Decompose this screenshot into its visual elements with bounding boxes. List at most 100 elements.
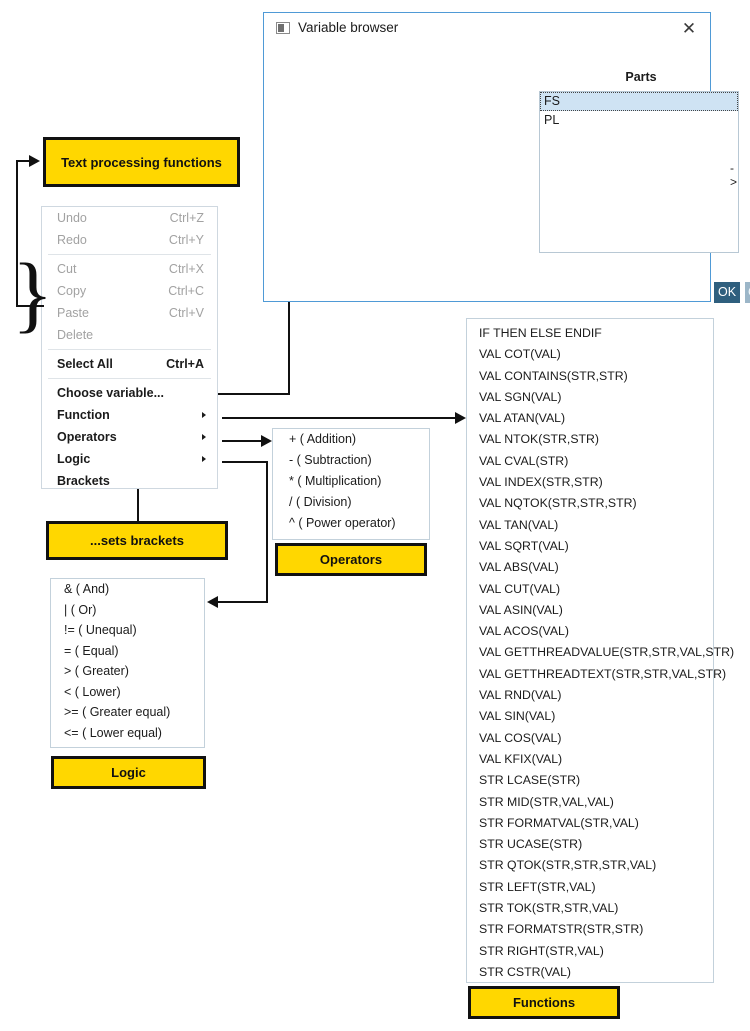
menu-item[interactable]: = ( Equal): [64, 643, 119, 658]
menu-item[interactable]: VAL SGN(VAL): [479, 389, 562, 404]
operators-submenu: + ( Addition) - ( Subtraction) * ( Multi…: [272, 428, 430, 540]
menu-item-choose-variable[interactable]: Choose variable...: [42, 382, 217, 404]
connector-arrowhead: [455, 412, 466, 424]
menu-item[interactable]: VAL RND(VAL): [479, 688, 562, 703]
connector-arrowhead: [261, 435, 272, 447]
menu-item[interactable]: VAL INDEX(STR,STR): [479, 475, 603, 490]
menu-item-select-all[interactable]: Select All Ctrl+A: [42, 353, 217, 375]
menu-item[interactable]: STR TOK(STR,STR,VAL): [479, 901, 619, 916]
menu-item-label: Undo: [57, 211, 87, 225]
menu-item[interactable]: VAL COS(VAL): [479, 730, 562, 745]
menu-item-shortcut: Ctrl+V: [168, 306, 204, 320]
menu-item[interactable]: STR LEFT(STR,VAL): [479, 879, 596, 894]
logic-submenu: & ( And) | ( Or) != ( Unequal) = ( Equal…: [50, 578, 205, 748]
menu-separator: [48, 378, 211, 379]
callout-logic: Logic: [51, 756, 206, 789]
menu-item[interactable]: STR RIGHT(STR,VAL): [479, 943, 604, 958]
menu-item[interactable]: & ( And): [64, 582, 110, 596]
menu-item-redo[interactable]: Redo Ctrl+Y: [42, 229, 217, 251]
menu-item-label: Delete: [57, 328, 94, 342]
parts-column-header: Parts: [625, 70, 657, 84]
menu-separator: [48, 349, 211, 350]
menu-item-brackets[interactable]: Brackets: [42, 470, 217, 492]
variable-browser-dialog: Variable browser ✕ Parts Variables of pa…: [263, 12, 750, 303]
menu-item-label: Redo: [57, 233, 87, 247]
connector-line: [16, 160, 30, 162]
menu-item[interactable]: VAL ASIN(VAL): [479, 602, 563, 617]
menu-item-label: Function: [57, 408, 110, 422]
menu-item[interactable]: VAL GETTHREADVALUE(STR,STR,VAL,STR): [479, 645, 735, 660]
connector-line: [137, 489, 139, 522]
callout-functions: Functions: [468, 986, 620, 1019]
menu-item[interactable]: VAL CUT(VAL): [479, 581, 561, 596]
menu-item-label: Paste: [57, 306, 89, 320]
menu-item-delete[interactable]: Delete: [42, 324, 217, 346]
menu-item-logic[interactable]: Logic: [42, 448, 217, 470]
menu-item[interactable]: != ( Unequal): [64, 623, 137, 637]
cancel-button[interactable]: Cancel: [745, 282, 750, 303]
menu-separator: [48, 254, 211, 255]
menu-item[interactable]: IF THEN ELSE ENDIF: [479, 326, 602, 340]
connector-line: [266, 461, 268, 603]
menu-item[interactable]: | ( Or): [64, 602, 97, 617]
menu-item[interactable]: - ( Subtraction): [289, 453, 372, 467]
menu-item-copy[interactable]: Copy Ctrl+C: [42, 280, 217, 302]
callout-sets-brackets: ...sets brackets: [46, 521, 228, 560]
list-item[interactable]: PL: [544, 113, 560, 127]
dialog-title: Variable browser: [298, 20, 399, 35]
menu-item-shortcut: Ctrl+C: [168, 284, 204, 298]
menu-item-label: Select All: [57, 357, 113, 371]
menu-item[interactable]: / ( Division): [289, 495, 352, 509]
menu-item-undo[interactable]: Undo Ctrl+Z: [42, 207, 217, 229]
menu-item-shortcut: Ctrl+Y: [168, 233, 204, 247]
menu-item[interactable]: STR FORMATSTR(STR,STR): [479, 922, 644, 937]
submenu-arrow-icon: [202, 412, 206, 418]
menu-item-cut[interactable]: Cut Ctrl+X: [42, 258, 217, 280]
menu-item[interactable]: STR MID(STR,VAL,VAL): [479, 794, 614, 809]
menu-item-function[interactable]: Function: [42, 404, 217, 426]
menu-item[interactable]: VAL SQRT(VAL): [479, 538, 569, 553]
menu-item[interactable]: STR LCASE(STR): [479, 773, 581, 788]
menu-item[interactable]: STR UCASE(STR): [479, 837, 583, 852]
menu-item-label: Choose variable...: [57, 386, 164, 400]
menu-item[interactable]: VAL NQTOK(STR,STR,STR): [479, 496, 637, 511]
menu-item[interactable]: VAL COT(VAL): [479, 347, 561, 362]
menu-item[interactable]: > ( Greater): [64, 664, 129, 678]
connector-line: [218, 393, 290, 395]
menu-item[interactable]: <= ( Lower equal): [64, 725, 162, 740]
menu-item[interactable]: VAL CVAL(STR): [479, 453, 569, 468]
menu-item[interactable]: < ( Lower): [64, 684, 121, 699]
window-icon: [276, 22, 290, 34]
menu-item[interactable]: VAL SIN(VAL): [479, 709, 556, 724]
menu-item[interactable]: VAL NTOK(STR,STR): [479, 432, 600, 447]
menu-item[interactable]: STR QTOK(STR,STR,STR,VAL): [479, 858, 657, 873]
ok-button[interactable]: OK: [714, 282, 740, 303]
menu-item[interactable]: VAL TAN(VAL): [479, 517, 559, 532]
menu-item-label: Logic: [57, 452, 91, 466]
menu-item[interactable]: VAL ATAN(VAL): [479, 411, 566, 426]
menu-item[interactable]: VAL CONTAINS(STR,STR): [479, 368, 628, 383]
context-menu: Undo Ctrl+Z Redo Ctrl+Y Cut Ctrl+X Copy …: [41, 206, 218, 489]
list-item[interactable]: FS: [540, 92, 738, 111]
menu-item-operators[interactable]: Operators: [42, 426, 217, 448]
menu-item-label: Copy: [57, 284, 87, 298]
close-icon[interactable]: ✕: [681, 19, 697, 38]
functions-submenu: IF THEN ELSE ENDIF VAL COT(VAL) VAL CONT…: [466, 318, 735, 983]
menu-item[interactable]: STR FORMATVAL(STR,VAL): [479, 815, 639, 830]
menu-item[interactable]: STR CSTR(VAL): [479, 964, 572, 979]
menu-item-shortcut: Ctrl+A: [166, 357, 204, 371]
menu-item-paste[interactable]: Paste Ctrl+V: [42, 302, 217, 324]
menu-item[interactable]: ^ ( Power operator): [289, 516, 396, 530]
connector-arrowhead: [29, 155, 40, 167]
parts-listbox[interactable]: FS PL: [539, 91, 739, 253]
callout-text-processing: Text processing functions: [43, 137, 240, 187]
menu-item[interactable]: VAL KFIX(VAL): [479, 751, 563, 766]
menu-item-label: Operators: [57, 430, 117, 444]
menu-item[interactable]: + ( Addition): [289, 432, 357, 446]
menu-item[interactable]: VAL ACOS(VAL): [479, 624, 569, 639]
menu-item[interactable]: VAL ABS(VAL): [479, 560, 559, 575]
menu-item[interactable]: >= ( Greater equal): [64, 705, 171, 719]
dialog-titlebar[interactable]: Variable browser ✕: [264, 13, 710, 43]
menu-item[interactable]: VAL GETTHREADTEXT(STR,STR,VAL,STR): [479, 666, 727, 681]
menu-item[interactable]: * ( Multiplication): [289, 474, 382, 488]
